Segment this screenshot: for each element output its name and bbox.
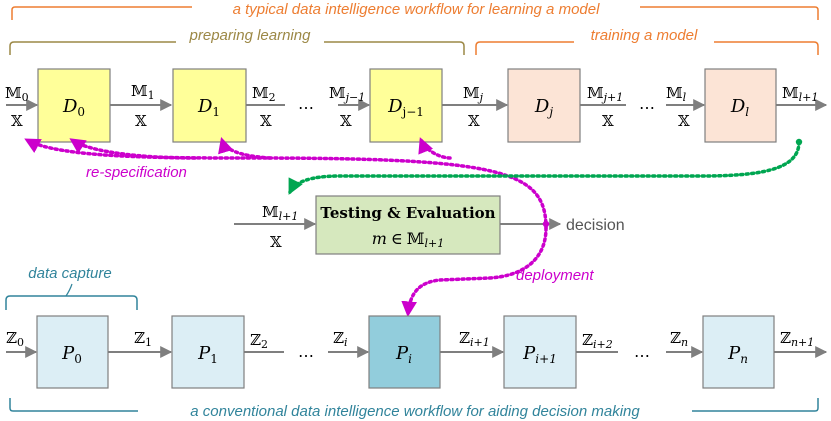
- label-dj-1: Dj−1: [387, 96, 424, 119]
- top-row-boxes: [37, 68, 777, 143]
- x-label-2: 𝕏: [260, 112, 272, 130]
- box-dl: [704, 68, 777, 143]
- box-p0: [36, 315, 109, 389]
- x-label-6: 𝕏: [678, 112, 690, 130]
- top-m-labels: 𝕄0 𝕄1 𝕄2 𝕄j−1 𝕄j 𝕄j+1 𝕄l 𝕄l+1: [5, 82, 818, 104]
- x-label-0: 𝕏: [11, 112, 23, 130]
- box-d0: [37, 68, 111, 143]
- eval-title: Testing & Evaluation: [320, 204, 495, 222]
- eval-section: Testing & Evaluation m∈𝕄l+1 𝕄l+1 𝕏 decis…: [234, 195, 625, 255]
- decision-label: decision: [566, 217, 625, 234]
- bottom-row-boxes: [36, 315, 775, 389]
- zi+2-label: ℤi+2: [582, 331, 613, 351]
- preparing-bracket: preparing learning: [9, 27, 465, 55]
- training-label: training a model: [591, 27, 698, 44]
- eval-expr: m∈𝕄l+1: [372, 229, 444, 250]
- top-box-labels: D0 D1 Dj−1 Dj Dl: [62, 96, 749, 119]
- label-pn: Pn: [727, 343, 748, 366]
- m0-label: 𝕄0: [5, 84, 29, 104]
- bottom-ellipses: … …: [298, 342, 650, 361]
- zi+1-label: ℤi+1: [459, 329, 490, 349]
- label-dj: Dj: [534, 96, 553, 119]
- data-capture-label: data capture: [28, 265, 111, 282]
- deployment-arrow: deployment: [401, 226, 594, 318]
- bottom-frame: a conventional data intelligence workflo…: [9, 398, 819, 420]
- preparing-label: preparing learning: [189, 27, 312, 44]
- mj-label: 𝕄j: [463, 84, 484, 104]
- x-label-5: 𝕏: [602, 112, 614, 130]
- bottom-title: a conventional data intelligence workflo…: [190, 403, 640, 420]
- feedback-arrow: [288, 138, 803, 195]
- label-p0: P0: [61, 343, 82, 366]
- x-label-3: 𝕏: [340, 112, 352, 130]
- zn-label: ℤn: [670, 329, 688, 349]
- box-pi: [368, 315, 441, 389]
- eval-box: [315, 195, 501, 255]
- ellipsis-bottom-2: …: [634, 342, 650, 361]
- zn+1-label: ℤn+1: [780, 329, 814, 349]
- label-d1: D1: [197, 96, 220, 119]
- label-pi: Pi: [395, 343, 412, 366]
- z1-label: ℤ1: [134, 329, 152, 349]
- ellipsis-bottom-1: …: [298, 342, 314, 361]
- mj-1-label: 𝕄j−1: [329, 84, 365, 104]
- ellipsis-top-1: …: [298, 94, 314, 113]
- bottom-box-labels: P0 P1 Pi Pi+1 Pn: [61, 343, 748, 366]
- z0-label: ℤ0: [6, 329, 24, 349]
- bottom-z-labels: ℤ0 ℤ1 ℤ2 ℤi ℤi+1 ℤi+2 ℤn ℤn+1: [6, 329, 814, 351]
- ml+1-label: 𝕄l+1: [782, 84, 818, 104]
- zi-label: ℤi: [333, 329, 347, 349]
- box-p1: [171, 315, 245, 389]
- eval-m-label: 𝕄l+1: [262, 203, 298, 223]
- training-bracket: training a model: [475, 27, 819, 55]
- mj+1-label: 𝕄j+1: [587, 84, 623, 104]
- label-dl: Dl: [730, 96, 749, 119]
- label-pi+1: Pi+1: [522, 343, 557, 366]
- box-d1: [172, 68, 247, 143]
- x-label-1: 𝕏: [135, 112, 147, 130]
- x-label-4: 𝕏: [468, 112, 480, 130]
- data-capture-bracket: data capture: [5, 264, 138, 310]
- box-pn: [702, 315, 775, 389]
- respec-label: re-specification: [86, 164, 187, 181]
- label-d0: D0: [62, 96, 85, 119]
- box-dj: [507, 68, 581, 143]
- top-x-labels: 𝕏 𝕏 𝕏 𝕏 𝕏 𝕏 𝕏: [11, 112, 690, 130]
- ml-label: 𝕄l: [666, 84, 687, 104]
- top-frame: a typical data intelligence workflow for…: [11, 1, 819, 20]
- m1-label: 𝕄1: [131, 82, 155, 102]
- box-dj-1: [369, 68, 443, 143]
- z2-label: ℤ2: [250, 331, 268, 351]
- box-pi+1: [503, 315, 577, 389]
- top-ellipses: … …: [298, 94, 655, 113]
- deployment-label: deployment: [516, 267, 594, 284]
- respec-arrows: [24, 136, 548, 230]
- eval-x-label: 𝕏: [270, 233, 282, 251]
- top-title: a typical data intelligence workflow for…: [233, 1, 601, 18]
- ellipsis-top-2: …: [639, 94, 655, 113]
- label-p1: P1: [197, 343, 218, 366]
- m2-label: 𝕄2: [252, 84, 276, 104]
